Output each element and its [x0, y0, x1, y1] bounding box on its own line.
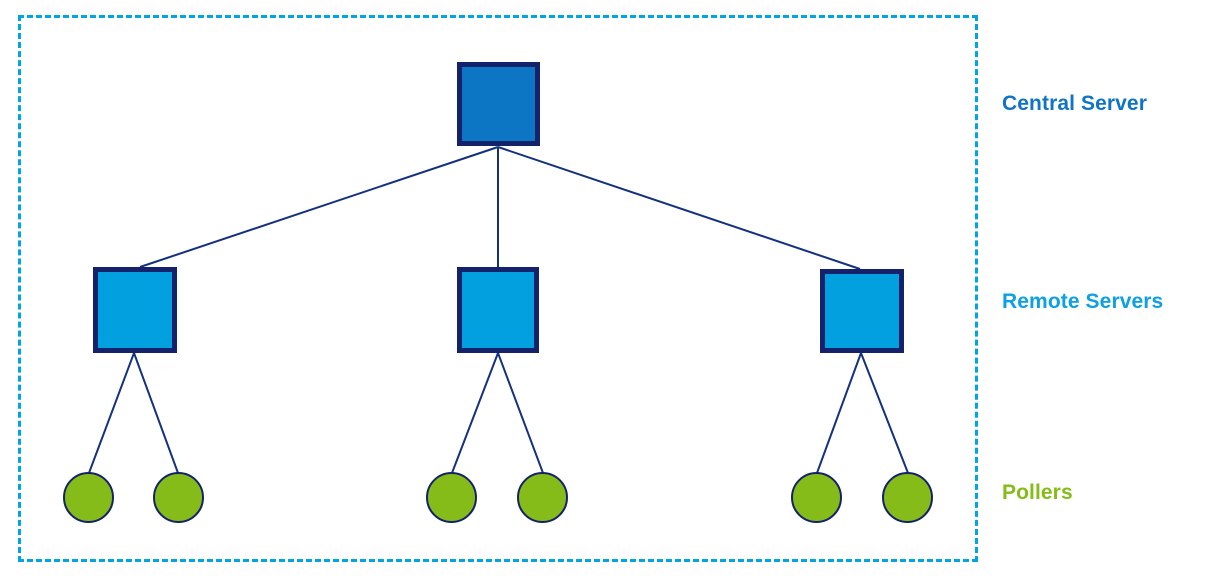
- legend-label-central-server: Central Server: [1002, 92, 1147, 115]
- central-server-node[interactable]: [457, 62, 540, 146]
- poller-node-3[interactable]: [426, 472, 477, 523]
- poller-node-6[interactable]: [882, 472, 933, 523]
- remote-server-node-3[interactable]: [820, 269, 904, 353]
- remote-server-node-1[interactable]: [93, 267, 177, 353]
- legend-label-remote-servers: Remote Servers: [1002, 290, 1164, 313]
- diagram-boundary: [18, 15, 978, 562]
- legend-label-pollers: Pollers: [1002, 481, 1073, 504]
- poller-node-4[interactable]: [517, 472, 568, 523]
- remote-server-node-2[interactable]: [457, 267, 539, 353]
- poller-node-5[interactable]: [791, 472, 842, 523]
- poller-node-2[interactable]: [153, 472, 204, 523]
- poller-node-1[interactable]: [63, 472, 114, 523]
